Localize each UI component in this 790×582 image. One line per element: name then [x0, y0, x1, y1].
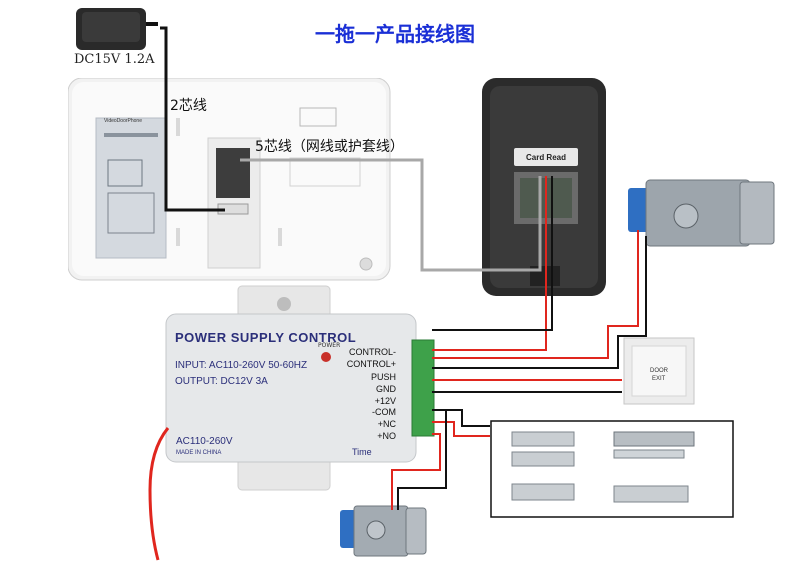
- electric-lock-top: [628, 179, 775, 247]
- terminal-label: +NC: [377, 419, 396, 429]
- power-supply-box: [165, 285, 435, 491]
- exit-button-door-text: DOOR: [650, 368, 668, 374]
- terminal-label: PUSH: [370, 372, 396, 382]
- five-core-wire: [240, 158, 542, 272]
- diagram-title: 一拖一产品接线图: [315, 22, 475, 46]
- reader-control-wire: [432, 176, 547, 351]
- psu-power-led-label: POWER: [318, 342, 341, 349]
- psu-title: POWER SUPPLY CONTROL: [175, 330, 357, 345]
- indoor-monitor: [68, 78, 391, 281]
- monitor-sticker: [95, 117, 167, 259]
- lock-options-panel: [490, 420, 734, 518]
- card-reader-label: Card Read: [525, 153, 566, 162]
- monitor-brand: VideoDoorPhone: [104, 118, 142, 124]
- exit-button-exit-text: EXIT: [652, 376, 666, 382]
- magnetic-lock-image: [613, 431, 695, 447]
- power-adapter: [76, 8, 158, 50]
- strike-lock-image: [511, 483, 575, 501]
- five-core-wire-label: 5芯线（网线或护套线）: [255, 139, 404, 155]
- psu-output-spec: OUTPUT: DC12V 3A: [175, 376, 268, 387]
- two-core-wire: [160, 26, 225, 212]
- terminal-label: CONTROL-: [349, 347, 396, 357]
- terminal-label: -COM: [372, 407, 396, 417]
- psu-time-label: Time: [352, 447, 372, 457]
- two-core-wire-label: 2芯线: [170, 98, 207, 114]
- terminal-label: +NO: [377, 431, 396, 441]
- psu-input-spec: INPUT: AC110-260V 50-60HZ: [175, 360, 308, 371]
- exit-button: [623, 337, 695, 405]
- terminal-label: GND: [376, 384, 396, 394]
- ac-power-cord: [148, 427, 170, 561]
- electric-lock-bottom: [340, 505, 427, 557]
- psu-ac-label: AC110-260V: [176, 436, 233, 447]
- adapter-label: DC15V 1.2A: [74, 52, 155, 67]
- bolt-lock-image: [511, 431, 575, 447]
- strike-lock-image-2: [613, 485, 689, 503]
- terminal-label: CONTROL+: [346, 359, 396, 369]
- psu-made-in: MADE IN CHINA: [176, 450, 222, 456]
- terminal-label: +12V: [374, 396, 396, 406]
